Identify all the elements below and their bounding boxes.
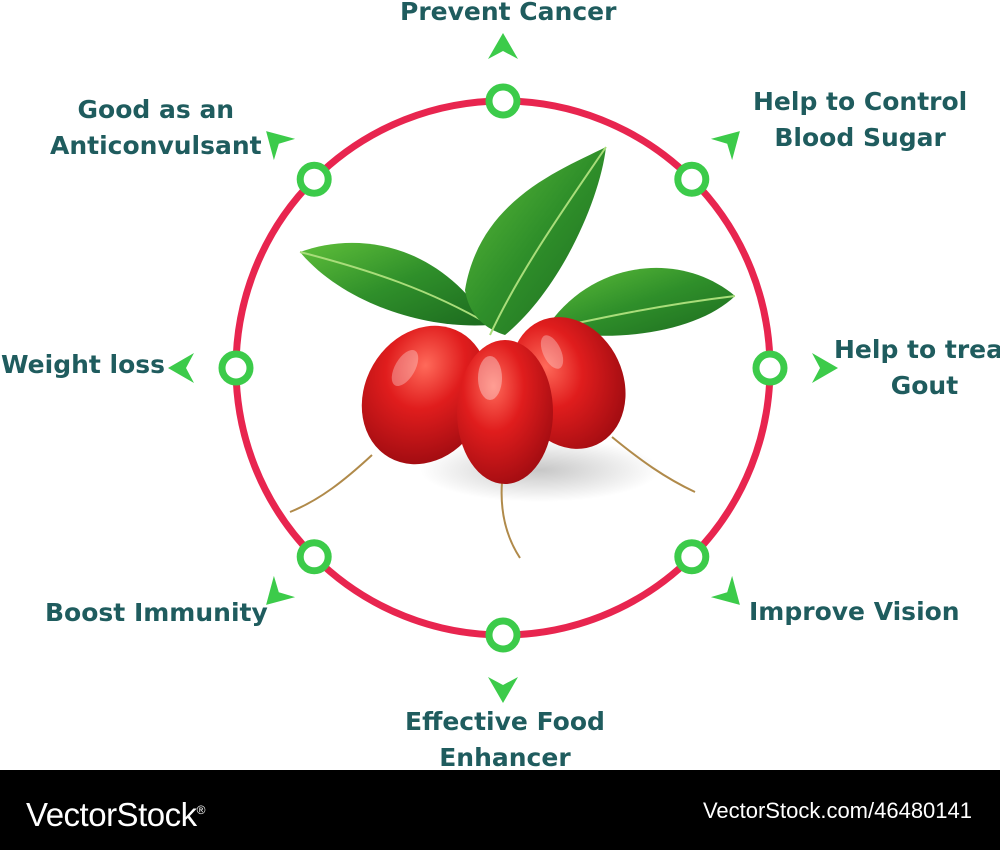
node-top-right bbox=[674, 161, 710, 197]
label-food-enhancer-line1: Effective Food bbox=[405, 707, 605, 736]
arrow-bottom-left-icon bbox=[266, 575, 296, 605]
label-control-blood-sugar-line1: Help to Control bbox=[753, 87, 968, 116]
label-control-blood-sugar-line2: Blood Sugar bbox=[774, 123, 946, 152]
vectorstock-logo-text: VectorStock bbox=[26, 796, 197, 833]
label-food-enhancer: Effective Food Enhancer bbox=[405, 704, 605, 776]
node-bottom-left bbox=[296, 539, 332, 575]
node-bottom bbox=[485, 617, 521, 653]
registered-mark: ® bbox=[196, 803, 206, 817]
diagram-canvas bbox=[168, 33, 838, 703]
arrow-bottom-right-icon bbox=[710, 575, 740, 605]
benefit-nodes bbox=[168, 33, 838, 703]
label-treat-gout: Help to treat Gout bbox=[834, 332, 1000, 404]
node-bottom-right bbox=[674, 539, 710, 575]
label-anticonvulsant-line1: Good as an bbox=[77, 95, 235, 124]
leaf-left bbox=[300, 242, 490, 326]
label-treat-gout-line1: Help to treat bbox=[834, 335, 1000, 364]
node-right bbox=[752, 350, 788, 386]
arrow-bottom-icon bbox=[488, 677, 518, 703]
arrow-right-icon bbox=[812, 353, 838, 383]
label-boost-immunity: Boost Immunity bbox=[45, 598, 268, 627]
arrow-top-right-icon bbox=[710, 131, 740, 161]
label-weight-loss: Weight loss bbox=[1, 350, 166, 379]
stem-left bbox=[289, 454, 373, 513]
arrow-top-icon bbox=[488, 33, 518, 59]
label-control-blood-sugar: Help to Control Blood Sugar bbox=[753, 84, 967, 156]
stock-footer-bar: VectorStock® VectorStock.com/46480141 bbox=[0, 770, 1000, 850]
berry-center bbox=[457, 340, 553, 484]
label-anticonvulsant: Good as an Anticonvulsant bbox=[50, 92, 262, 164]
arrow-left-icon bbox=[168, 353, 194, 383]
node-top bbox=[485, 83, 521, 119]
node-left bbox=[218, 350, 254, 386]
vectorstock-logo: VectorStock® bbox=[26, 788, 205, 837]
leaf-top bbox=[465, 147, 606, 335]
image-id-text: VectorStock.com/46480141 bbox=[702, 798, 972, 823]
berry-left bbox=[361, 325, 489, 465]
stem-right bbox=[611, 436, 696, 493]
node-top-left bbox=[296, 161, 332, 197]
arrow-top-left-icon bbox=[266, 131, 296, 161]
label-anticonvulsant-line2: Anticonvulsant bbox=[50, 131, 262, 160]
label-improve-vision: Improve Vision bbox=[749, 597, 960, 626]
label-prevent-cancer: Prevent Cancer bbox=[400, 0, 617, 26]
benefits-diagram: Prevent Cancer Help to Control Blood Sug… bbox=[1, 0, 1000, 772]
cornelian-cherry-illustration bbox=[289, 146, 736, 559]
label-food-enhancer-line2: Enhancer bbox=[439, 743, 571, 772]
label-treat-gout-line2: Gout bbox=[890, 371, 959, 400]
stem-center bbox=[500, 481, 521, 559]
